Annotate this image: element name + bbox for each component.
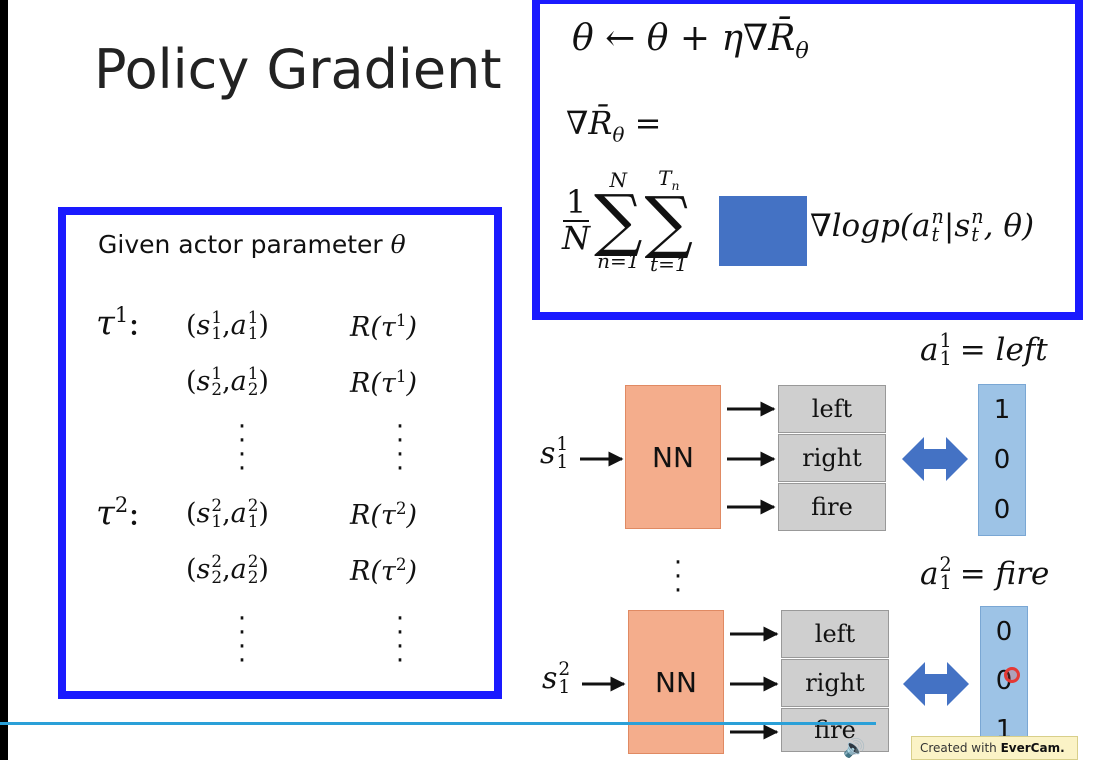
reward-row-1: R(τ1) [350, 310, 418, 343]
action-cell-left-2: left [781, 610, 889, 658]
vector-value: 0 [995, 616, 1013, 647]
vector-value: 1 [993, 395, 1011, 425]
left-edge-bar [0, 0, 8, 760]
sum-over-t: Tn ∑ t=1 [644, 166, 694, 276]
vertical-dots: ···· [395, 412, 405, 484]
vertical-dots: ···· [237, 412, 247, 484]
trajectory-2-label: τ2: [96, 492, 140, 534]
neural-network-1: NN [625, 385, 721, 529]
action-cell-fire-2: fire [781, 708, 889, 752]
reward-row-3: R(τ2) [350, 498, 418, 531]
double-arrow-icon [902, 437, 968, 481]
action-cell-right-1: right [778, 434, 886, 482]
action-cell-fire-1: fire [778, 483, 886, 531]
gradient-definition: ∇R̄θ = [566, 104, 662, 147]
speaker-icon[interactable]: 🔊 [843, 738, 866, 759]
slide-title: Policy Gradient [94, 38, 502, 101]
mouse-cursor-highlight [1004, 667, 1020, 683]
given-actor-text: Given actor parameter θ [98, 230, 406, 259]
vector-value: 0 [993, 495, 1011, 525]
vertical-dots: ···· [237, 604, 247, 676]
vertical-dots: ··· [673, 548, 683, 606]
vector-value: 0 [993, 445, 1011, 475]
reward-row-4: R(τ2) [350, 554, 418, 587]
fraction-one-over-n: 1 N [562, 183, 590, 257]
sum-over-n: N ∑ n=1 [594, 168, 643, 274]
playback-progress-line[interactable] [0, 722, 876, 725]
evercam-watermark: Created with EverCam. [911, 736, 1078, 760]
action-cell-right-2: right [781, 659, 889, 707]
update-rule: θ ← θ + η∇R̄θ [572, 18, 809, 65]
reward-mask-rectangle [719, 196, 807, 266]
trajectory-1-label: τ1: [96, 302, 140, 344]
actor-box [58, 207, 502, 699]
double-arrow-icon [903, 662, 969, 706]
vertical-dots: ···· [395, 604, 405, 676]
formula-box [532, 0, 1083, 320]
gradient-sum: 1 N N ∑ n=1 Tn ∑ t=1 [562, 168, 693, 274]
one-hot-vector-1: 1 0 0 [978, 384, 1026, 536]
action-cell-left-1: left [778, 385, 886, 433]
neural-network-2: NN [628, 610, 724, 754]
reward-row-2: R(τ1) [350, 366, 418, 399]
one-hot-vector-2: 0 0 1 [980, 606, 1028, 756]
